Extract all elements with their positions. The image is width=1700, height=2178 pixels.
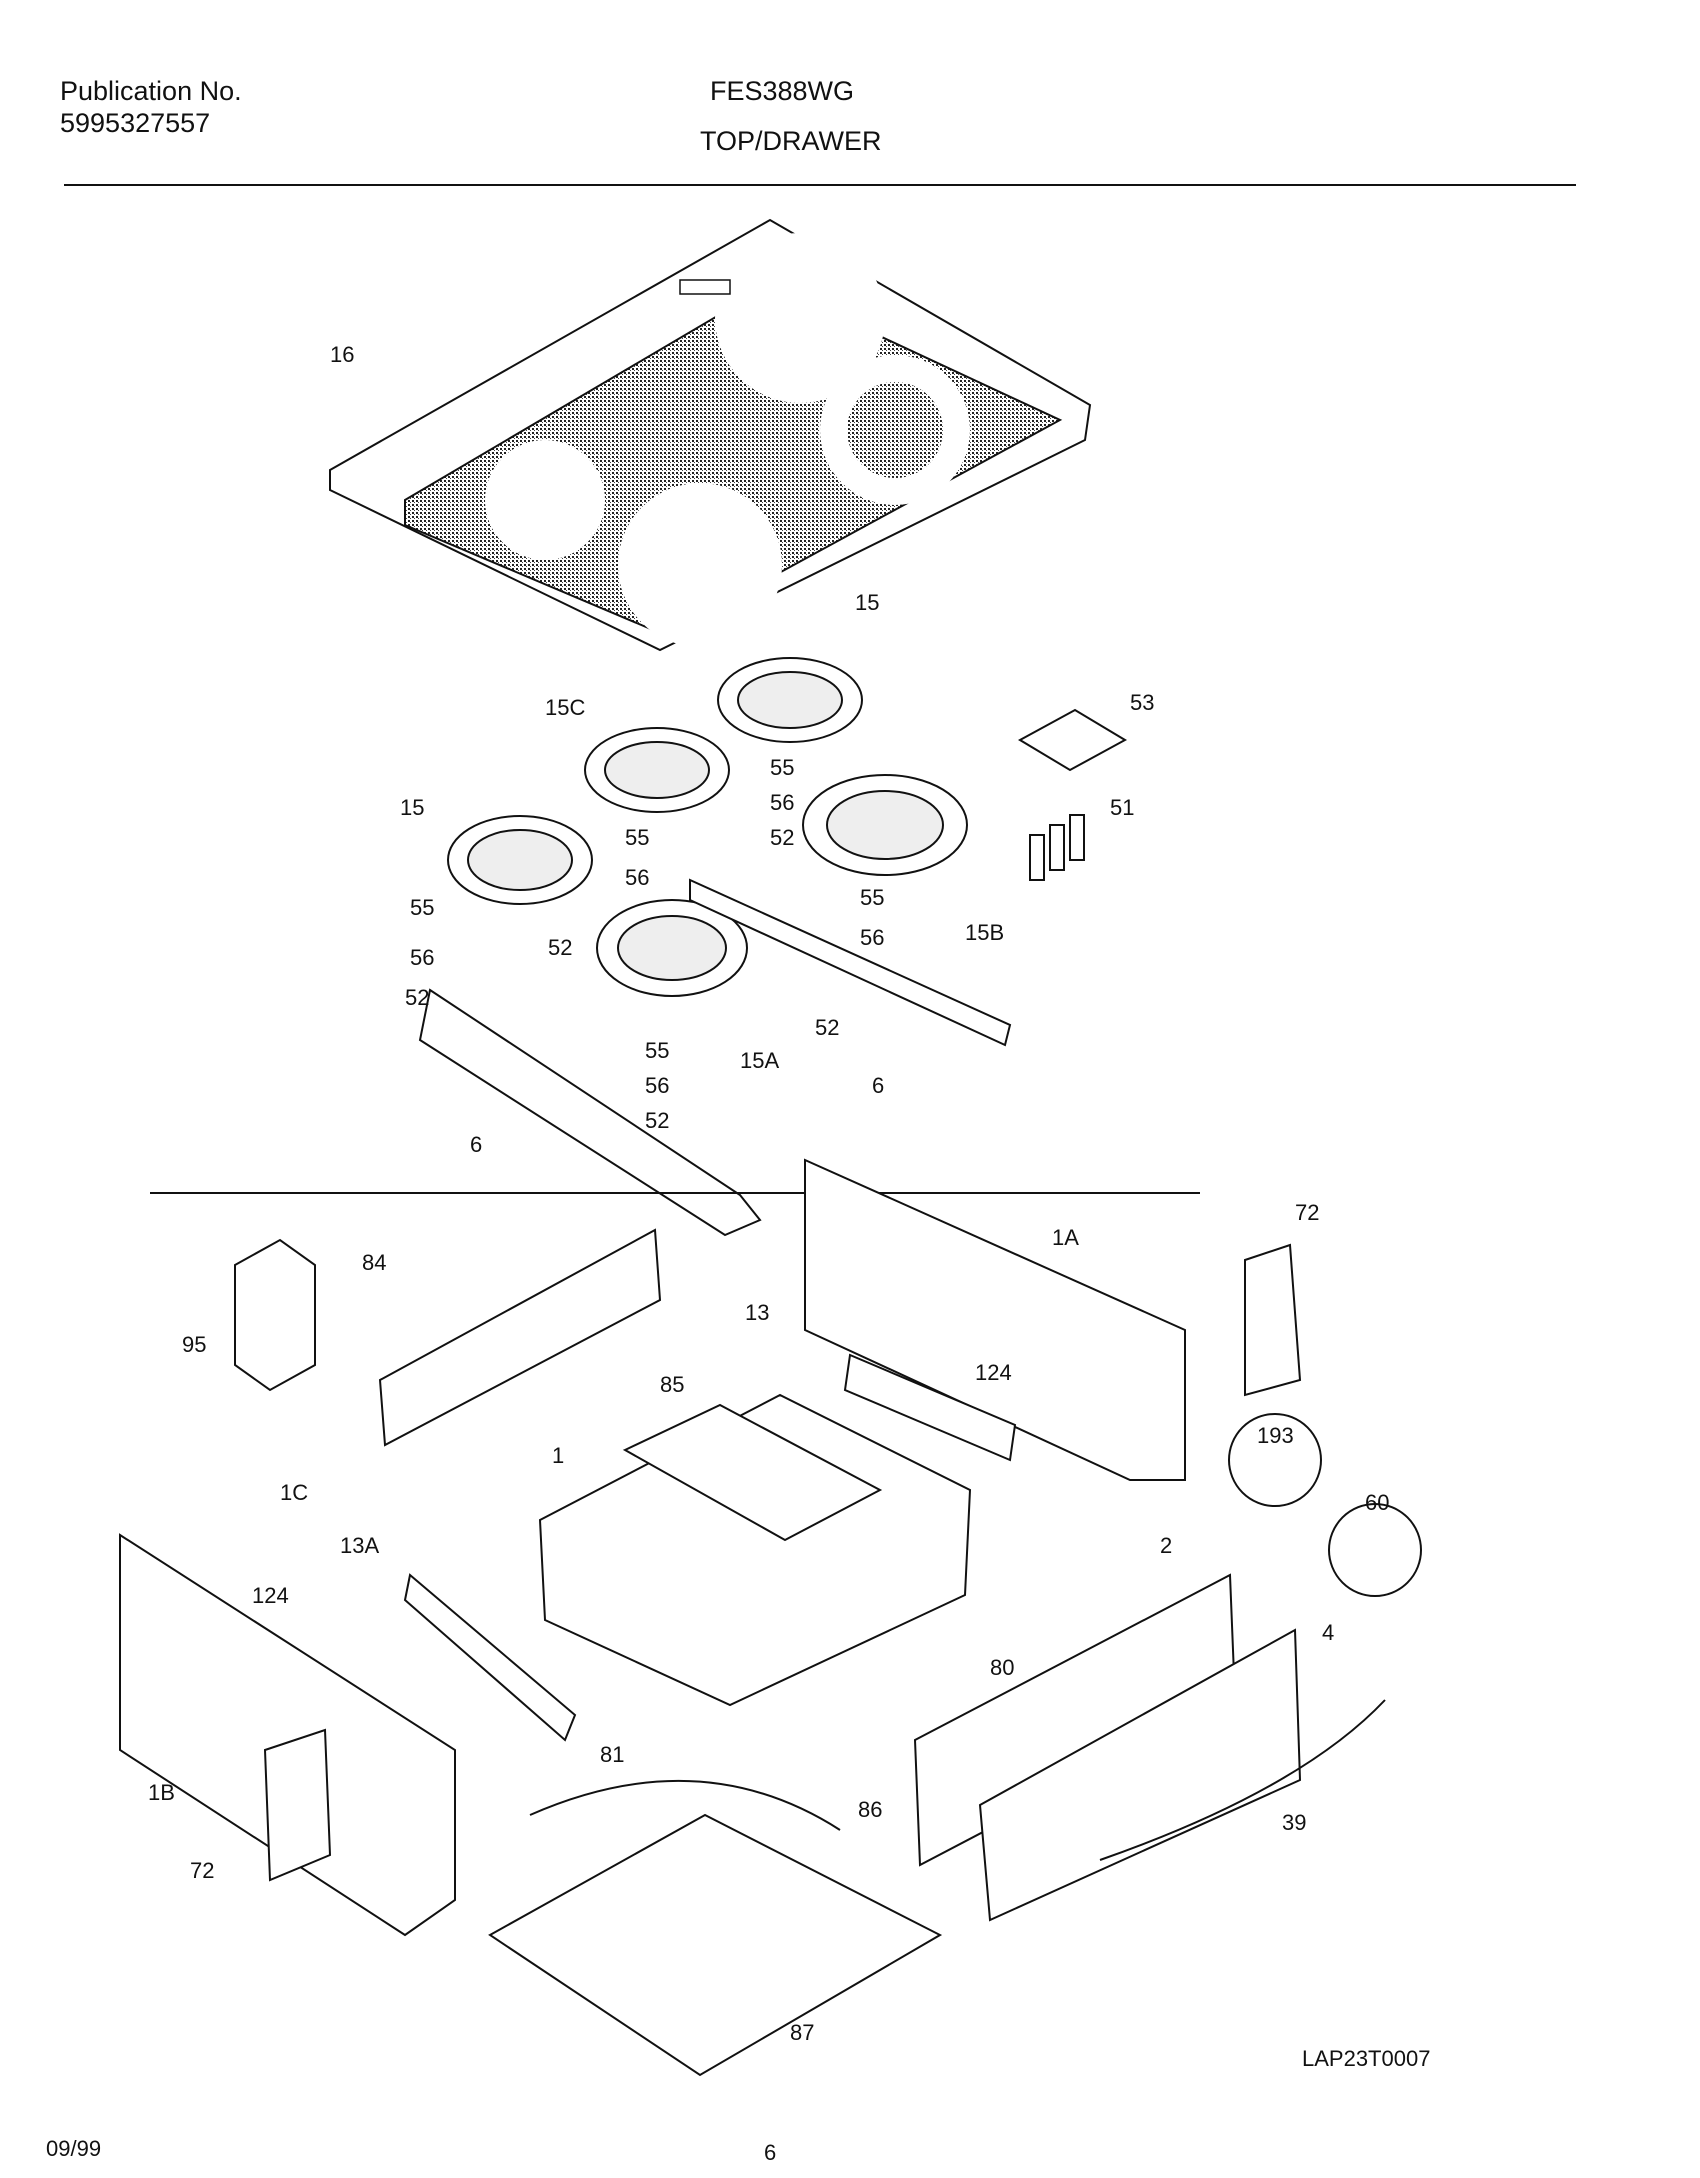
- callout-4: 4: [1322, 1620, 1334, 1645]
- section-title: TOP/DRAWER: [700, 126, 882, 156]
- box-95: [234, 1238, 316, 1392]
- callout-56: 56: [645, 1073, 669, 1098]
- infinite-switches: [1029, 814, 1085, 881]
- callout-6: 6: [872, 1073, 884, 1098]
- callout-87: 87: [790, 2020, 814, 2045]
- detail-circle-60: [1328, 1503, 1422, 1597]
- surface-element-15-left: [447, 815, 593, 905]
- panel-1A: [804, 1158, 1186, 1481]
- handle-39: [1099, 1699, 1386, 1861]
- surface-element-15-rear-left: [717, 657, 863, 743]
- panel-1B: [119, 1533, 456, 1937]
- detail-circle-193: [1228, 1413, 1322, 1507]
- callout-15C: 15C: [545, 695, 585, 720]
- callout-52: 52: [770, 825, 794, 850]
- surface-element-15A: [596, 899, 748, 997]
- callout-1A: 1A: [1052, 1225, 1079, 1250]
- callout-85: 85: [660, 1372, 684, 1397]
- callout-72: 72: [190, 1858, 214, 1883]
- footer-date: 09/99: [46, 2136, 102, 2161]
- callout-2: 2: [1160, 1533, 1172, 1558]
- callout-13A: 13A: [340, 1533, 379, 1558]
- callout-55: 55: [410, 895, 434, 920]
- rack-85: [622, 1403, 883, 1542]
- callout-124: 124: [975, 1360, 1012, 1385]
- callout-84: 84: [362, 1250, 386, 1275]
- surface-element-15C: [584, 727, 730, 813]
- callout-15: 15: [855, 590, 879, 615]
- callout-95: 95: [182, 1332, 206, 1357]
- callout-55: 55: [860, 885, 884, 910]
- callout-52: 52: [405, 985, 429, 1010]
- callout-52: 52: [548, 935, 572, 960]
- element-81: [529, 1779, 841, 1831]
- callout-1B: 1B: [148, 1780, 175, 1805]
- callout-193: 193: [1257, 1423, 1294, 1448]
- callout-72: 72: [1295, 1200, 1319, 1225]
- drawer-1: [538, 1393, 972, 1707]
- callout-81: 81: [600, 1742, 624, 1767]
- broil-pan-87: [488, 1813, 943, 2077]
- callout-56: 56: [860, 925, 884, 950]
- bracket-6-front: [418, 988, 762, 1237]
- callout-15A: 15A: [740, 1048, 779, 1073]
- slide-13A: [403, 1573, 577, 1742]
- callout-52: 52: [815, 1015, 839, 1040]
- callout-56: 56: [770, 790, 794, 815]
- callout-1C: 1C: [280, 1480, 308, 1505]
- bracket-72-right: [1244, 1243, 1302, 1397]
- slide-124-rear: [843, 1353, 1017, 1462]
- callout-56: 56: [625, 865, 649, 890]
- callout-80: 80: [990, 1655, 1014, 1680]
- header-rule: [64, 184, 1576, 186]
- callout-13: 13: [745, 1300, 769, 1325]
- drawer-front-4: [978, 1628, 1302, 1922]
- callout-60: 60: [1365, 1490, 1389, 1515]
- cooktop-glass: [329, 218, 1092, 652]
- panel-1C: [378, 1228, 662, 1447]
- callout-15B: 15B: [965, 920, 1004, 945]
- callout-1: 1: [552, 1443, 564, 1468]
- callout-56: 56: [410, 945, 434, 970]
- callout-15: 15: [400, 795, 424, 820]
- surface-element-15B: [802, 774, 968, 876]
- publication-label: Publication No.: [60, 76, 242, 106]
- callout-6: 6: [470, 1132, 482, 1157]
- callout-55: 55: [645, 1038, 669, 1063]
- callout-39: 39: [1282, 1810, 1306, 1835]
- callout-55: 55: [625, 825, 649, 850]
- callout-52: 52: [645, 1108, 669, 1133]
- callout-51: 51: [1110, 795, 1134, 820]
- bracket-6-rear: [689, 878, 1012, 1047]
- bracket-72-left: [263, 1728, 332, 1882]
- terminal-block: [1017, 708, 1128, 772]
- model-number: FES388WG: [710, 76, 855, 106]
- callout-55: 55: [770, 755, 794, 780]
- diagram-code: LAP23T0007: [1302, 2046, 1431, 2071]
- publication-number: 5995327557: [60, 108, 211, 138]
- callout-124: 124: [252, 1583, 289, 1608]
- callout-16: 16: [330, 342, 354, 367]
- page-number: 6: [764, 2140, 777, 2165]
- callout-53: 53: [1130, 690, 1154, 715]
- callout-86: 86: [858, 1797, 882, 1822]
